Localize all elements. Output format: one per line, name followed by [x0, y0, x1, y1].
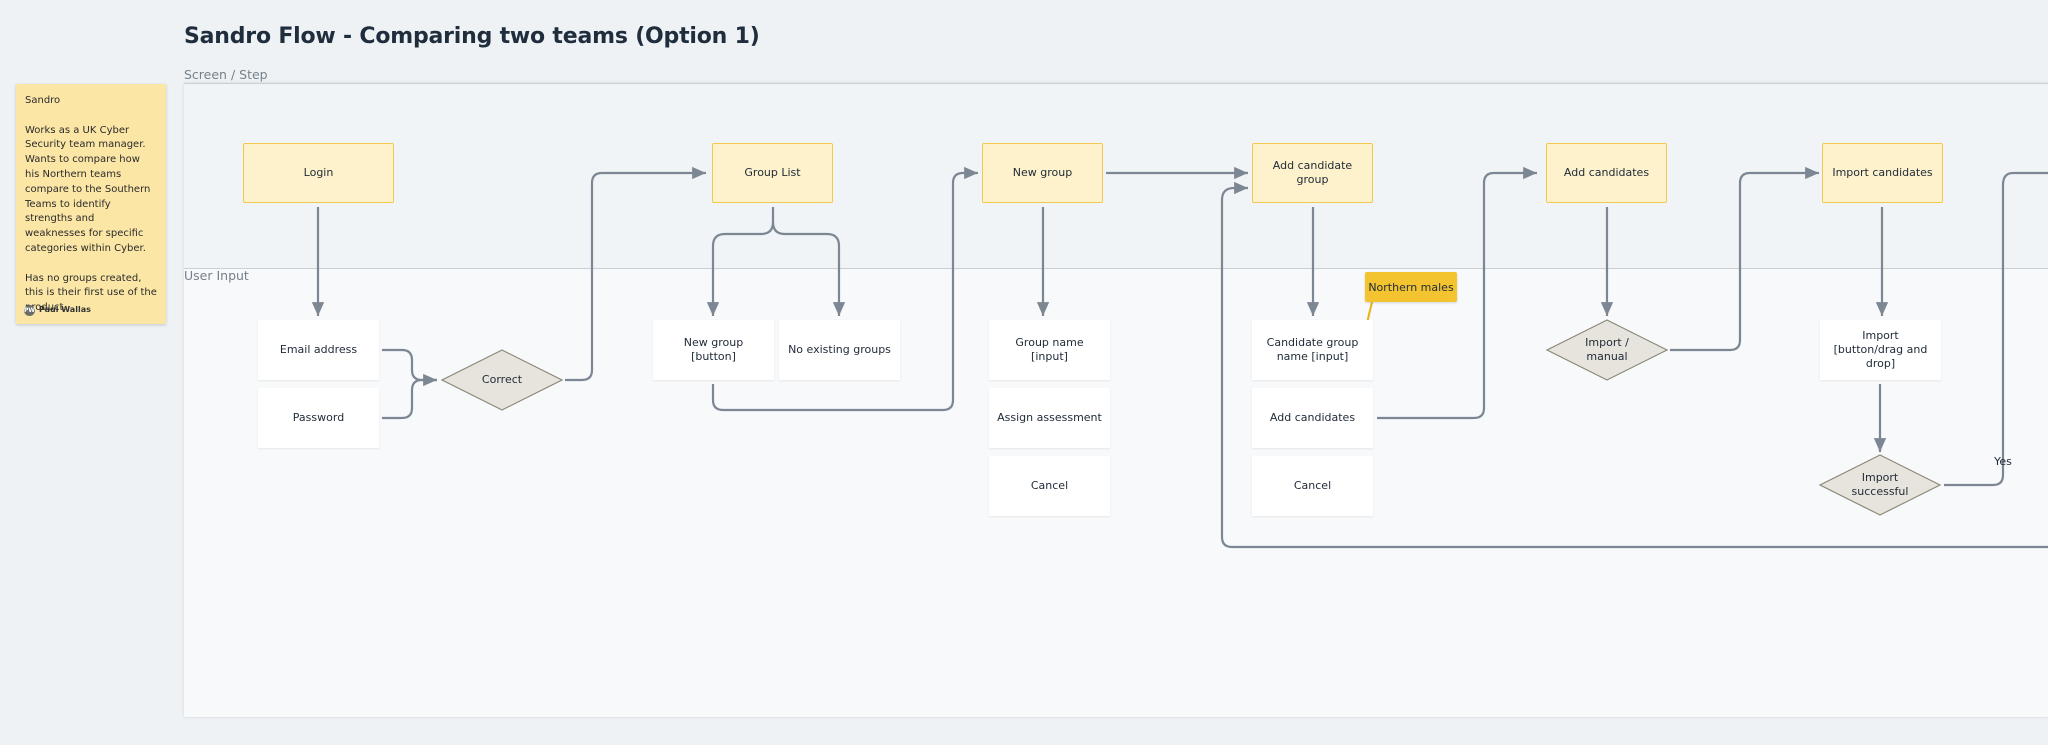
edge-password-correct: [382, 378, 437, 420]
input-cancel-candgroup[interactable]: Cancel: [1252, 456, 1373, 516]
diagram-title: Sandro Flow - Comparing two teams (Optio…: [184, 24, 760, 49]
input-cancel-newgroup[interactable]: Cancel: [989, 456, 1110, 516]
decision-import-successful-label: Import successful: [1851, 471, 1909, 498]
persona-sticky-note[interactable]: Sandro Works as a UK Cyber Security team…: [16, 84, 166, 324]
annotation-northern-males[interactable]: Northern males: [1365, 272, 1457, 302]
lane-label-screen-step: Screen / Step: [184, 67, 268, 82]
sticky-body: Works as a UK Cyber Security team manage…: [25, 124, 151, 254]
decision-correct-shape: [440, 349, 564, 411]
edge-label-yes: Yes: [1994, 455, 2012, 468]
sticky-author: PW Paul Wallas: [24, 303, 91, 318]
sticky-note: Has no groups created, this is their fir…: [25, 272, 157, 314]
edge-correct-grouplist: [565, 166, 706, 382]
edge-loop-back: [1220, 181, 2048, 549]
screen-new-group[interactable]: New group: [982, 143, 1103, 203]
input-import-button[interactable]: Import [button/drag and drop]: [1820, 320, 1941, 380]
screen-group-list[interactable]: Group List: [712, 143, 833, 203]
decision-importmanual-shape: [1545, 319, 1669, 381]
author-name: Paul Wallas: [39, 305, 91, 315]
edge-importmanual-importcand: [1670, 166, 1819, 352]
input-candidate-group-name[interactable]: Candidate group name [input]: [1252, 320, 1373, 380]
edge-newgroupbtn-newgroup: [711, 166, 978, 412]
screen-add-candidate-group[interactable]: Add candidate group: [1252, 143, 1373, 203]
decision-import-manual-label: Import / manual: [1585, 336, 1629, 363]
screen-login[interactable]: Login: [243, 143, 394, 203]
edge-addcandidates-screen: [1377, 166, 1537, 420]
input-email-address[interactable]: Email address: [258, 320, 379, 380]
screen-add-candidates[interactable]: Add candidates: [1546, 143, 1667, 203]
input-group-name[interactable]: Group name [input]: [989, 320, 1110, 380]
input-new-group-button[interactable]: New group [button]: [653, 320, 774, 380]
input-no-existing-groups[interactable]: No existing groups: [779, 320, 900, 380]
input-password[interactable]: Password: [258, 388, 379, 448]
edge-success-yes: [1944, 171, 2048, 487]
decision-importsuccess-shape: [1818, 454, 1942, 516]
screen-import-candidates[interactable]: Import candidates: [1822, 143, 1943, 203]
input-add-candidates[interactable]: Add candidates: [1252, 388, 1373, 448]
edge-grouplist-newgroupbtn: [706, 207, 775, 316]
sticky-name: Sandro: [25, 95, 61, 106]
decision-correct-label: Correct: [481, 373, 523, 386]
edge-email-correct: [382, 348, 437, 387]
lane-screen-step: [184, 83, 2048, 269]
input-assign-assessment[interactable]: Assign assessment: [989, 388, 1110, 448]
lane-label-user-input: User Input: [184, 268, 249, 283]
author-avatar: PW: [24, 305, 36, 317]
edge-grouplist-noexisting: [771, 221, 846, 316]
